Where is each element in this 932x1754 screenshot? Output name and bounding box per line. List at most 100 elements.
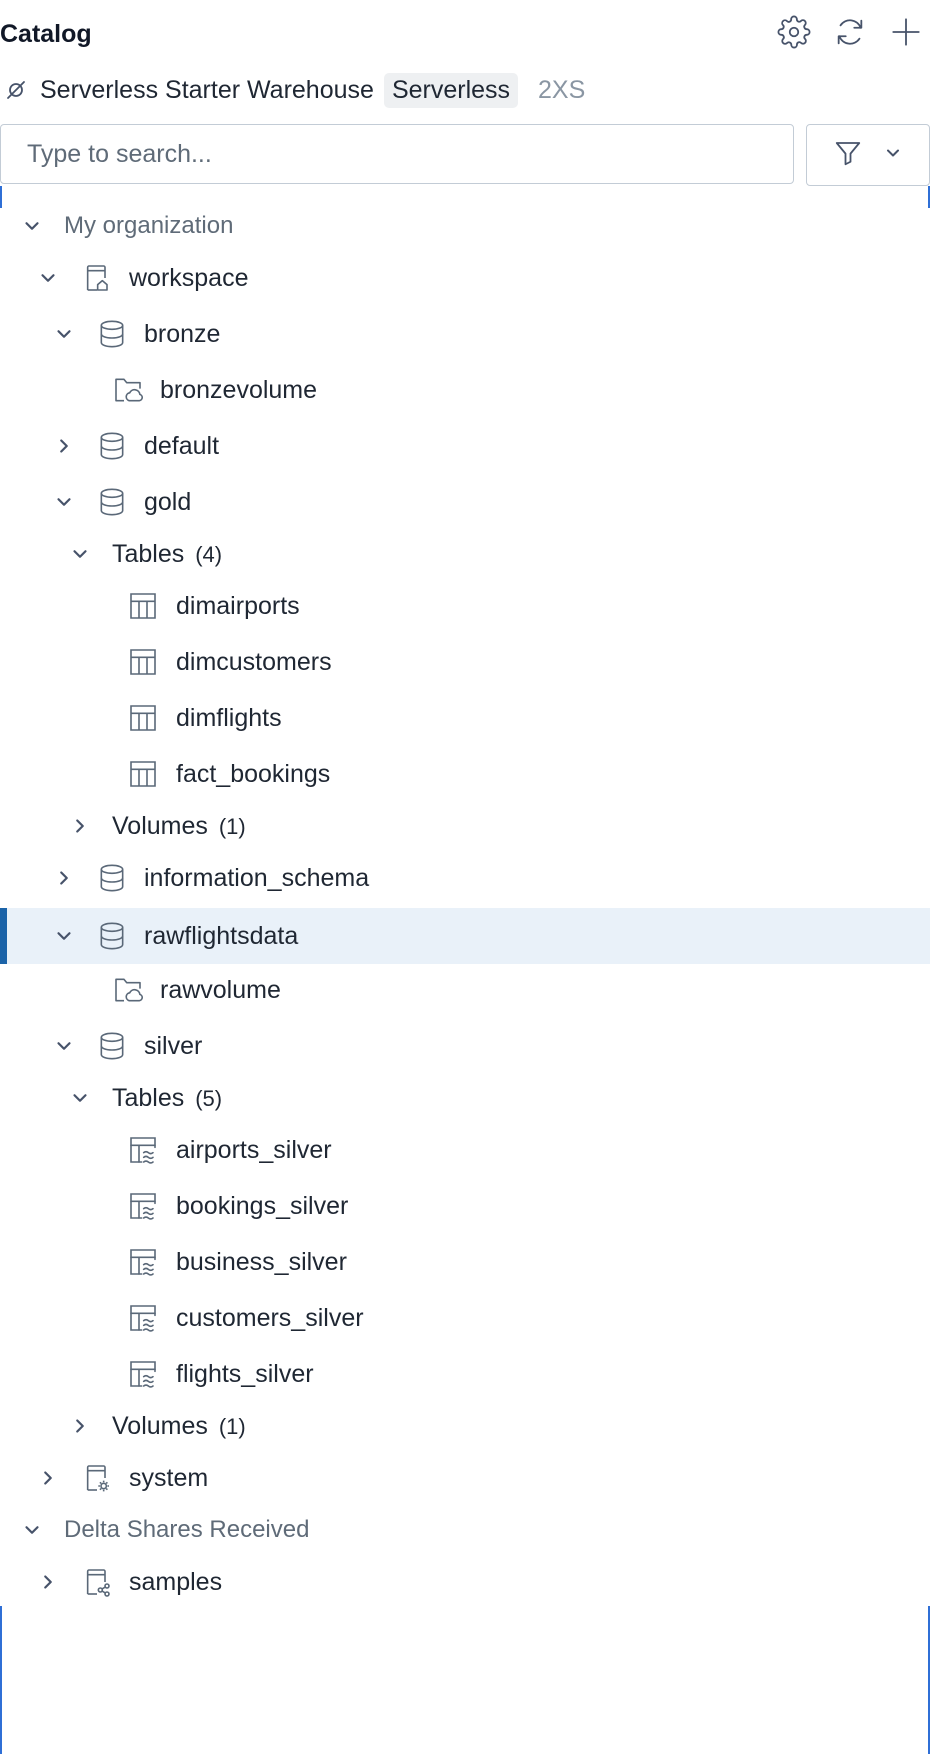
header-actions (776, 14, 924, 50)
panel-border-left (0, 186, 2, 208)
tree-item-streaming-table[interactable]: customers_silver (0, 1290, 930, 1346)
tree-item-label: business_silver (176, 1247, 347, 1276)
tree-item-system[interactable]: system (0, 1450, 930, 1506)
count-badge: (5) (195, 1085, 223, 1111)
refresh-icon[interactable] (832, 14, 868, 50)
chevron-down-icon (21, 215, 43, 237)
chevron-down-icon (53, 1035, 75, 1057)
streaming-table-icon (127, 1134, 159, 1166)
tree-section-my-organization[interactable]: My organization (0, 198, 930, 254)
streaming-table-icon (127, 1246, 159, 1278)
warehouse-size: 2XS (538, 75, 586, 104)
schema-icon (96, 862, 128, 894)
tree-group-silver-tables[interactable]: Tables (5) (0, 1070, 930, 1126)
tree-item-silver[interactable]: silver (0, 1018, 930, 1074)
tree-group-silver-volumes[interactable]: Volumes (1) (0, 1398, 930, 1454)
catalog-icon (81, 262, 113, 294)
tree-group-label: Volumes (1) (112, 811, 246, 840)
chevron-down-icon (883, 143, 903, 168)
tree-item-label: rawvolume (160, 975, 281, 1004)
panel-border-right (928, 186, 930, 208)
chevron-down-icon (53, 323, 75, 345)
chevron-right-icon (53, 867, 75, 889)
tree-item-workspace[interactable]: workspace (0, 250, 930, 306)
table-icon (127, 646, 159, 678)
tree-item-label: bookings_silver (176, 1191, 349, 1220)
search-input[interactable] (0, 124, 794, 184)
tree-item-gold[interactable]: gold (0, 474, 930, 530)
chevron-right-icon (53, 435, 75, 457)
plus-icon[interactable] (888, 14, 924, 50)
tree-item-label: airports_silver (176, 1135, 332, 1164)
count-badge: (4) (195, 541, 223, 567)
schema-icon (96, 486, 128, 518)
tree-item-table[interactable]: dimcustomers (0, 634, 930, 690)
tree-group-gold-tables[interactable]: Tables (4) (0, 526, 930, 582)
tree-item-label: samples (129, 1567, 223, 1596)
streaming-table-icon (127, 1190, 159, 1222)
tree-item-label: bronzevolume (160, 375, 318, 404)
chevron-down-icon (37, 267, 59, 289)
tree-section-delta-shares[interactable]: Delta Shares Received (0, 1502, 930, 1558)
chevron-down-icon (53, 925, 75, 947)
tree-item-streaming-table[interactable]: flights_silver (0, 1346, 930, 1402)
tree-item-label: customers_silver (176, 1303, 364, 1332)
tree-item-bronze[interactable]: bronze (0, 306, 930, 362)
tree-item-label: fact_bookings (176, 759, 331, 788)
schema-icon (96, 920, 128, 952)
gear-icon[interactable] (776, 14, 812, 50)
tree-item-information-schema[interactable]: information_schema (0, 850, 930, 906)
tree-item-label: system (129, 1463, 209, 1492)
table-icon (127, 702, 159, 734)
tree-item-label: dimflights (176, 703, 282, 732)
search-row (0, 124, 932, 188)
tree-item-table[interactable]: dimflights (0, 690, 930, 746)
tree-item-label: dimairports (176, 591, 300, 620)
volume-icon (112, 374, 144, 406)
panel-border-left (0, 1606, 2, 1754)
chevron-right-icon (37, 1571, 59, 1593)
panel-border-right (928, 1606, 930, 1754)
tree-item-samples[interactable]: samples (0, 1554, 930, 1610)
volume-icon (112, 974, 144, 1006)
shared-catalog-icon (81, 1566, 113, 1598)
chevron-down-icon (69, 543, 91, 565)
page-title: Catalog (0, 20, 92, 48)
chevron-down-icon (53, 491, 75, 513)
chevron-right-icon (69, 815, 91, 837)
tree-item-table[interactable]: dimairports (0, 578, 930, 634)
tree-item-label: information_schema (144, 863, 370, 892)
tree-item-bronzevolume[interactable]: bronzevolume (0, 362, 930, 418)
count-badge: (1) (218, 813, 246, 839)
table-icon (127, 590, 159, 622)
warehouse-name: Serverless Starter Warehouse (40, 75, 374, 104)
table-icon (127, 758, 159, 790)
tree-item-rawvolume[interactable]: rawvolume (0, 962, 930, 1018)
count-badge: (1) (218, 1413, 246, 1439)
tree-item-label: default (144, 431, 220, 460)
tree-group-label: Tables (4) (112, 539, 223, 568)
tree-item-streaming-table[interactable]: bookings_silver (0, 1178, 930, 1234)
schema-icon (96, 318, 128, 350)
tree-item-label: dimcustomers (176, 647, 332, 676)
tree-item-rawflightsdata[interactable]: rawflightsdata (0, 908, 930, 964)
schema-icon (96, 1030, 128, 1062)
chevron-right-icon (37, 1467, 59, 1489)
chevron-right-icon (69, 1415, 91, 1437)
chevron-down-icon (69, 1087, 91, 1109)
tree-group-label: Volumes (1) (112, 1411, 246, 1440)
tree-item-table[interactable]: fact_bookings (0, 746, 930, 802)
tree-item-streaming-table[interactable]: business_silver (0, 1234, 930, 1290)
warehouse-selector[interactable]: Serverless Starter Warehouse Serverless … (0, 72, 585, 108)
streaming-table-icon (127, 1302, 159, 1334)
schema-icon (96, 430, 128, 462)
tree-group-gold-volumes[interactable]: Volumes (1) (0, 798, 930, 854)
tree-section-label: Delta Shares Received (64, 1516, 310, 1543)
tree-item-label: bronze (144, 319, 221, 348)
catalog-header: Catalog Se (0, 0, 932, 124)
tree-item-label: flights_silver (176, 1359, 314, 1388)
tree-item-default[interactable]: default (0, 418, 930, 474)
streaming-table-icon (127, 1358, 159, 1390)
tree-item-streaming-table[interactable]: airports_silver (0, 1122, 930, 1178)
filter-button[interactable] (806, 124, 930, 186)
